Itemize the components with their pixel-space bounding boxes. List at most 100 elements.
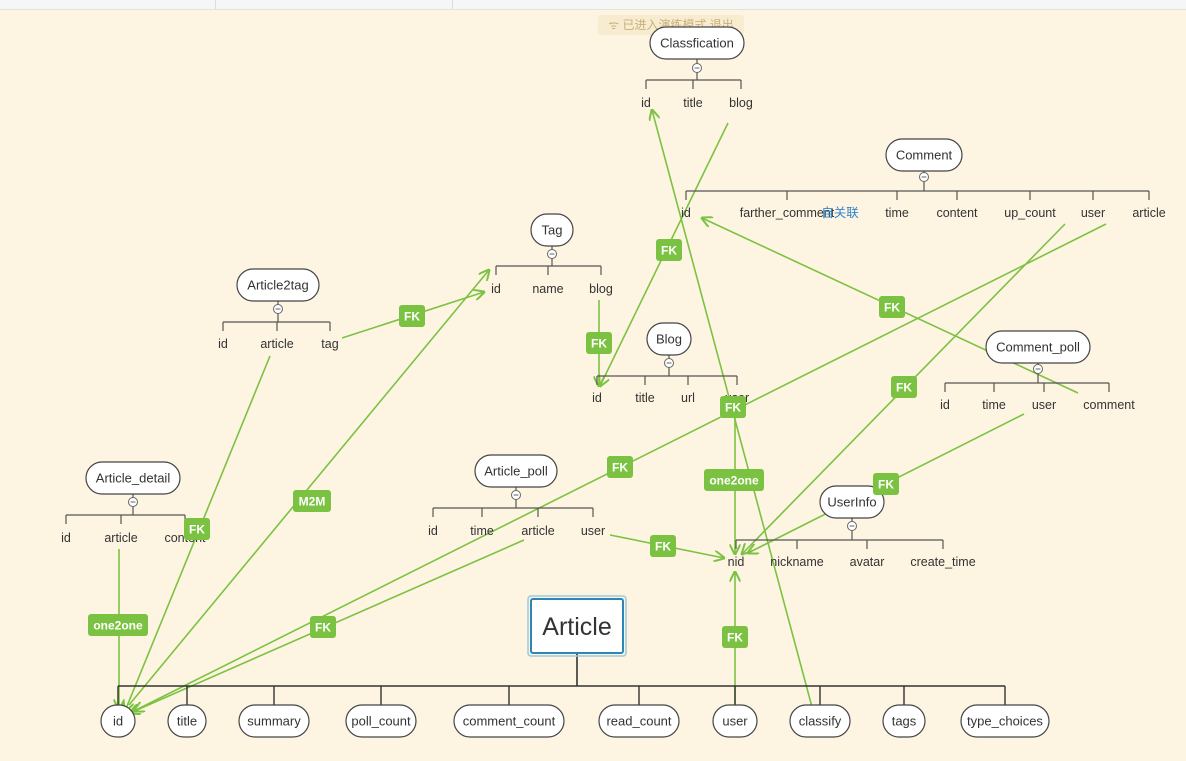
table-comment_poll[interactable]: Comment_poll [944,330,1110,392]
field-classfication-id[interactable]: id [641,96,651,110]
field-article-summary[interactable]: summary [238,704,310,738]
relation-badge[interactable]: FK [873,473,899,495]
relation-label: FK [404,310,420,324]
field-article-read_count[interactable]: read_count [598,704,680,738]
field-blog-title[interactable]: title [635,391,655,405]
relation-badge[interactable]: one2one [88,614,148,636]
field-blog-url[interactable]: url [681,391,695,405]
relation-badge[interactable]: FK [310,616,336,638]
field-comment-time[interactable]: time [885,206,909,220]
collapse-icon[interactable] [511,490,521,500]
field-label: type_choices [967,714,1043,729]
table-blog[interactable]: Blog [596,322,738,385]
field-tag-blog[interactable]: blog [589,282,613,296]
collapse-icon[interactable] [847,521,857,531]
collapse-icon[interactable] [692,63,702,73]
field-comment_poll-user[interactable]: user [1032,398,1056,412]
field-comment-content[interactable]: content [936,206,978,220]
relation-badge[interactable]: FK [399,305,425,327]
field-tag-name[interactable]: name [532,282,563,296]
field-article-tags[interactable]: tags [882,704,926,738]
field-classfication-blog[interactable]: blog [729,96,753,110]
field-article_poll-user[interactable]: user [581,524,605,538]
collapse-icon[interactable] [547,249,557,259]
relation-badge[interactable]: FK [184,518,210,540]
table-node[interactable] [236,268,320,302]
relation-line[interactable] [128,270,489,706]
table-node[interactable] [530,213,574,247]
relation-label: FK [189,523,205,537]
field-article2tag-tag[interactable]: tag [321,337,338,351]
table-tag[interactable]: Tag [495,213,602,275]
table-node[interactable] [474,454,558,488]
field-article_detail-article[interactable]: article [104,531,137,545]
relation-badge[interactable]: FK [720,396,746,418]
relation-badge[interactable]: FK [607,456,633,478]
field-article-type_choices[interactable]: type_choices [960,704,1050,738]
relation-badge[interactable]: FK [879,296,905,318]
field-userinfo-nickname[interactable]: nickname [770,555,824,569]
field-comment-farther_comment[interactable]: farther_comment [740,206,835,220]
field-comment-article[interactable]: article [1132,206,1165,220]
table-comment[interactable]: Comment [685,138,1150,200]
table-article_poll[interactable]: Article_poll [432,454,594,517]
field-label: comment_count [463,714,556,729]
table-name: Article_detail [96,471,171,486]
field-comment_poll-id[interactable]: id [940,398,950,412]
field-article-poll_count[interactable]: poll_count [345,704,417,738]
field-comment-id[interactable]: id [681,206,691,220]
field-userinfo-nid[interactable]: nid [728,555,745,569]
relation-badge[interactable]: FK [722,626,748,648]
field-article_poll-id[interactable]: id [428,524,438,538]
table-article2tag[interactable]: Article2tag [222,268,331,331]
field-tag-id[interactable]: id [491,282,501,296]
field-comment_poll-comment[interactable]: comment [1083,398,1135,412]
relation-badge[interactable]: FK [586,332,612,354]
field-label: read_count [606,714,671,729]
table-name: Comment [896,148,953,163]
collapse-icon[interactable] [1033,364,1043,374]
table-classfication[interactable]: Classfication [645,26,745,89]
field-comment-up_count[interactable]: up_count [1004,206,1056,220]
field-comment_poll-time[interactable]: time [982,398,1006,412]
field-blog-id[interactable]: id [592,391,602,405]
field-userinfo-create_time[interactable]: create_time [910,555,975,569]
field-article-user[interactable]: user [712,704,758,738]
field-article_poll-article[interactable]: article [521,524,554,538]
top-toolbar-strip [0,0,1186,10]
table-article[interactable]: Article [117,595,1006,705]
relation-badge[interactable]: FK [891,376,917,398]
table-node[interactable] [985,330,1091,364]
field-label: poll_count [351,714,411,729]
field-article-id[interactable]: id [100,704,136,738]
field-article2tag-article[interactable]: article [260,337,293,351]
relation-badge[interactable]: M2M [293,490,331,512]
field-article-title[interactable]: title [167,704,207,738]
field-article_detail-id[interactable]: id [61,531,71,545]
collapse-icon[interactable] [919,172,929,182]
relation-badge[interactable]: FK [650,535,676,557]
table-node[interactable] [819,485,885,519]
table-name: Classfication [660,36,734,51]
table-node[interactable] [649,26,745,60]
field-classfication-title[interactable]: title [683,96,703,110]
field-article2tag-id[interactable]: id [218,337,228,351]
table-userinfo[interactable]: UserInfo [735,485,944,549]
table-article_detail[interactable]: Article_detail [65,461,186,524]
table-node[interactable] [85,461,181,495]
collapse-icon[interactable] [273,304,283,314]
field-userinfo-avatar[interactable]: avatar [850,555,885,569]
relation-label: FK [591,337,607,351]
relation-badge[interactable]: FK [656,239,682,261]
field-article-comment_count[interactable]: comment_count [453,704,565,738]
field-article-classify[interactable]: classify [789,704,851,738]
table-node[interactable] [885,138,963,172]
collapse-icon[interactable] [664,358,674,368]
table-node[interactable] [646,322,692,356]
field-comment-user[interactable]: user [1081,206,1105,220]
collapse-icon[interactable] [128,497,138,507]
relation-badge[interactable]: one2one [704,469,764,491]
field-article_poll-time[interactable]: time [470,524,494,538]
root-node[interactable] [530,598,624,654]
